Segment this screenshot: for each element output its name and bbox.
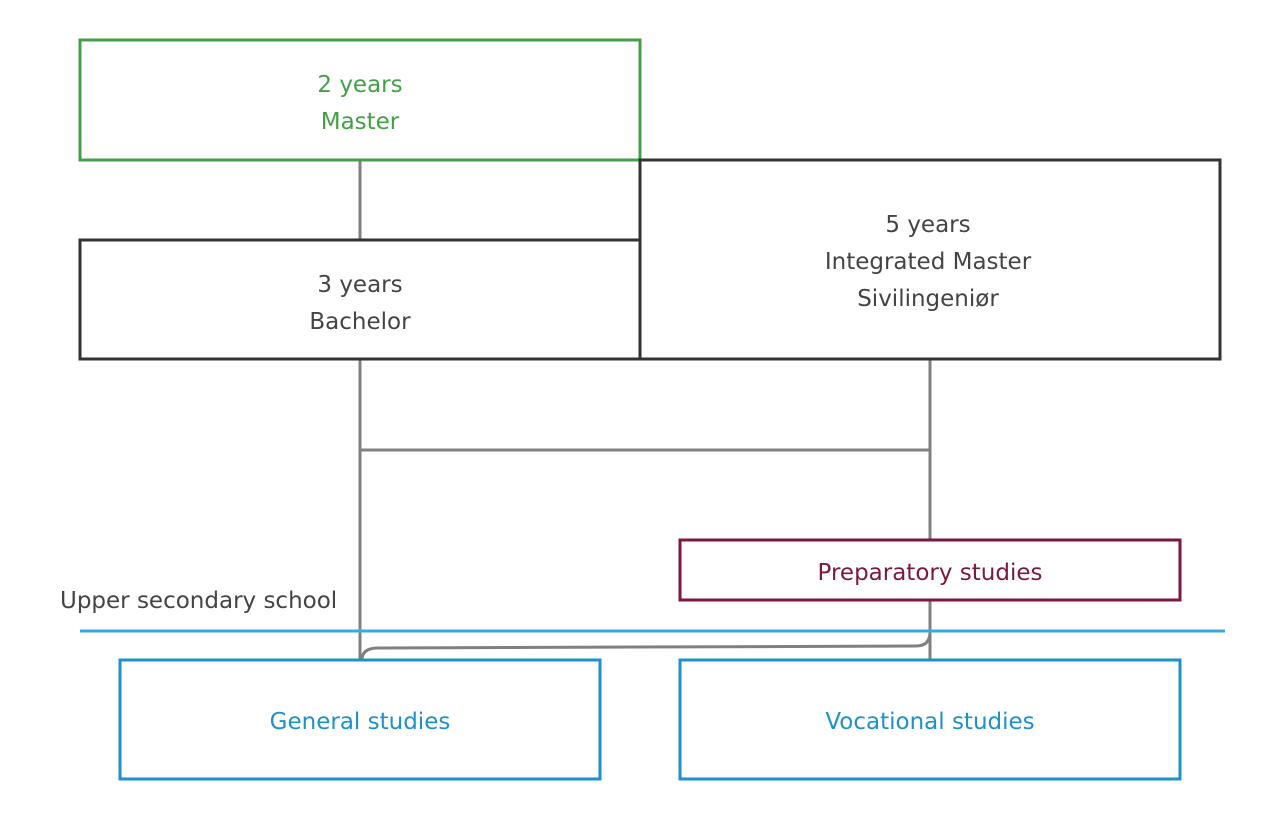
- integrated-master-box: 5 years Integrated Master Sivilingeniør: [638, 158, 1222, 361]
- upper-secondary-label: Upper secondary school: [60, 588, 337, 614]
- vocational-studies-label: Vocational studies: [825, 709, 1034, 735]
- bachelor-title: Bachelor: [309, 309, 411, 335]
- master-title: Master: [321, 109, 400, 135]
- preparatory-studies-label: Preparatory studies: [818, 560, 1043, 586]
- vocational-studies-box: Vocational studies: [678, 658, 1182, 781]
- general-studies-box: General studies: [118, 658, 602, 781]
- general-studies-label: General studies: [270, 709, 451, 735]
- preparatory-studies-box: Preparatory studies: [678, 538, 1182, 602]
- master-duration: 2 years: [317, 72, 402, 98]
- bachelor-box: 3 years Bachelor: [78, 238, 642, 361]
- integrated-title: Integrated Master: [825, 249, 1032, 275]
- bachelor-duration: 3 years: [317, 272, 402, 298]
- general-preparatory-connector: [360, 600, 932, 661]
- master-box: 2 years Master: [78, 38, 642, 162]
- integrated-subtitle: Sivilingeniør: [857, 286, 999, 312]
- integrated-duration: 5 years: [885, 212, 970, 238]
